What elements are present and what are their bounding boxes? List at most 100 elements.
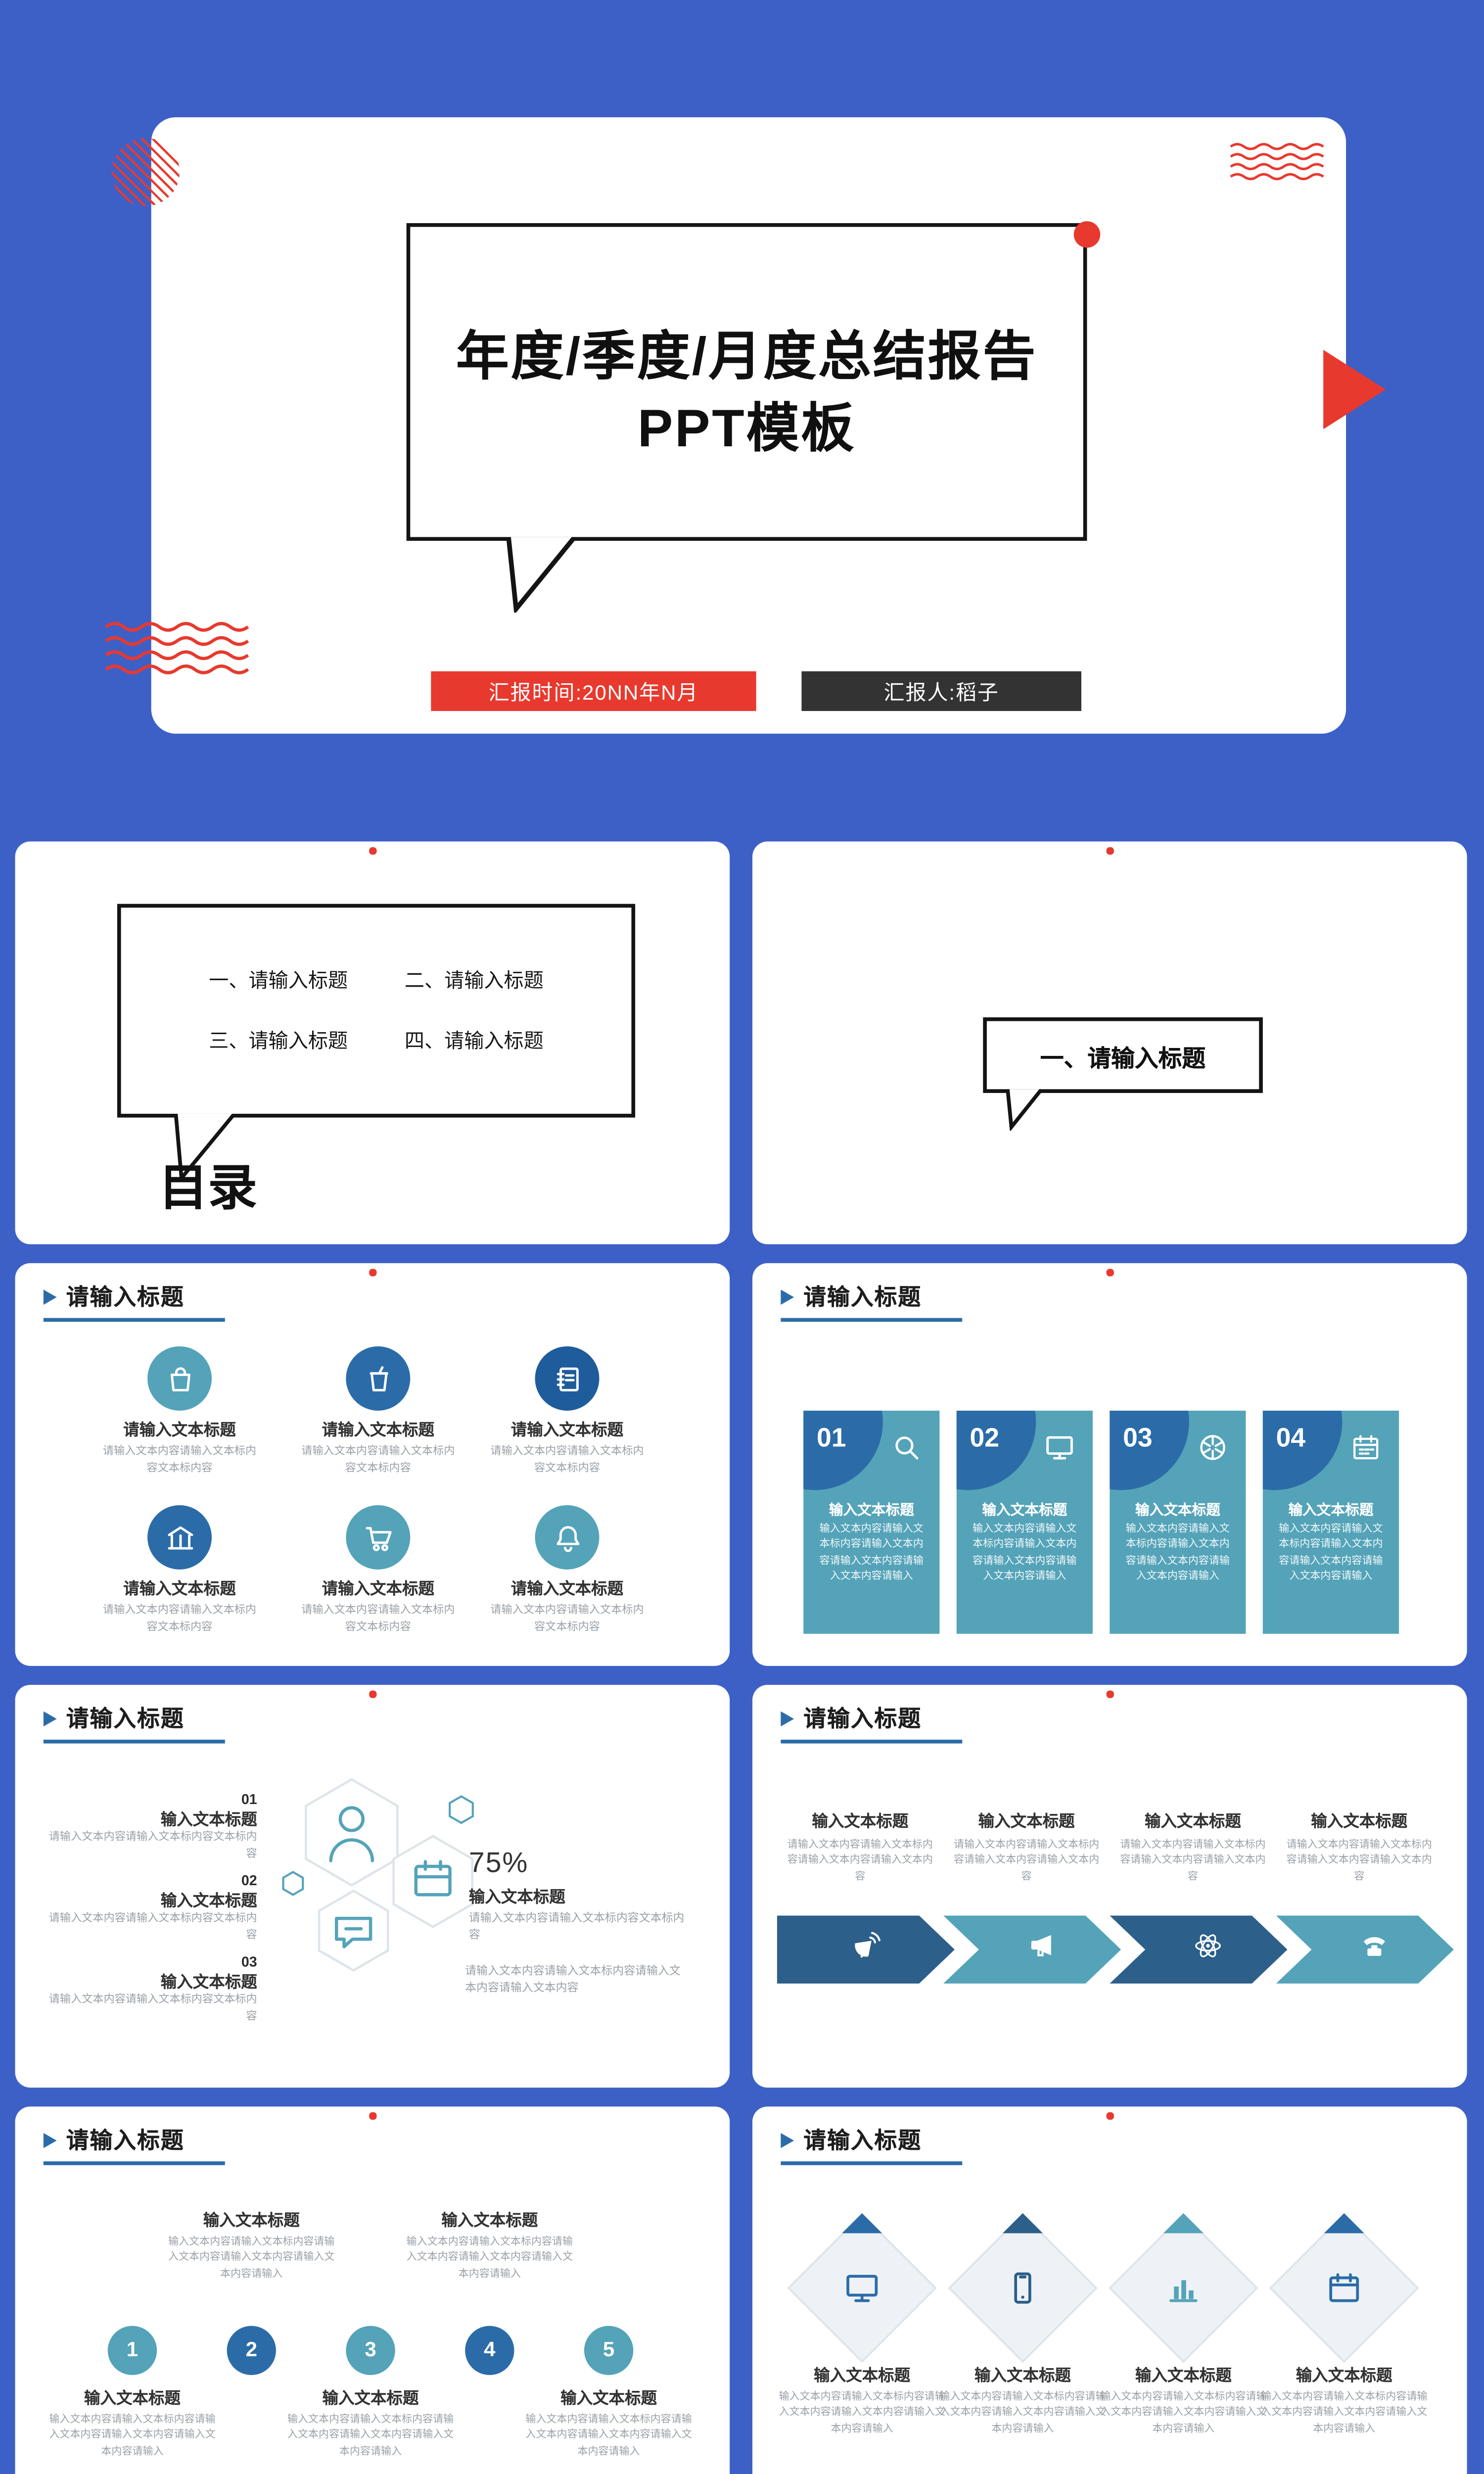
smartphone-icon xyxy=(972,2237,1073,2339)
step-text-below: 输入文本标题 输入文本内容请输入文本标内容请输入文本内容请输入文本内容请输入文本… xyxy=(510,2386,707,2460)
slide-diamond-icons: 请输入标题 输入文本标题 输入文本内容请输入文本标内容请输入文本内容请输入文本内… xyxy=(752,2106,1467,2474)
red-dot-decoration xyxy=(369,847,376,854)
item-title: 请输入文本标题 xyxy=(510,1579,624,1598)
number-card: 01 输入文本标题 输入文本内容请输入文本标内容请输入文本内容请输入文本内容请输… xyxy=(803,1410,940,1634)
process-arrow xyxy=(777,1915,955,1984)
title-underline xyxy=(781,1739,963,1744)
item-title: 输入文本标题 xyxy=(322,2388,419,2407)
item-title: 请输入文本标题 xyxy=(123,1579,236,1598)
hatch-circle-decoration xyxy=(111,138,180,206)
item-title: 请输入文本标题 xyxy=(123,1420,236,1439)
calendar-icon xyxy=(414,1860,452,1897)
slide-title-header: 请输入标题 xyxy=(43,1702,225,1744)
process-step-text: 输入文本标题 请输入文本内容请输入文本标内容请输入文本内容请输入文本内容 xyxy=(943,1809,1110,1885)
title-underline xyxy=(781,2161,963,2165)
process-arrow xyxy=(943,1915,1121,1984)
toc-item-3: 三、请输入标题 xyxy=(209,1030,348,1053)
step-number: 5 xyxy=(603,2339,615,2362)
title-underline xyxy=(43,1739,225,1744)
icon-feature-item: 请输入文本标题 请输入文本内容请输入文本标内容文本标内容 xyxy=(81,1346,278,1477)
card-number: 02 xyxy=(970,1422,1000,1453)
item-title: 输入文本标题 xyxy=(468,1887,565,1906)
number-card: 03 输入文本标题 输入文本内容请输入文本标内容请输入文本内容请输入文本内容请输… xyxy=(1110,1410,1246,1634)
title-underline xyxy=(43,2161,225,2165)
card-body: 输入文本内容请输入文本标内容请输入文本内容请输入文本内容请输入文本内容请输入 xyxy=(1125,1524,1230,1582)
toc-heading: 目录 xyxy=(159,1159,257,1216)
percent-block: 75% 输入文本标题 请输入文本内容请输入文本标内容文本标内容 xyxy=(469,1848,692,1946)
monitor-icon xyxy=(1044,1431,1076,1464)
red-dot-decoration xyxy=(1106,2112,1113,2119)
handbag-icon xyxy=(147,1346,212,1411)
reporter-badge: 汇报人:稻子 xyxy=(801,671,1081,711)
numbered-list-item: 03 输入文本标题 请输入文本内容请输入文本标内容文本标内容 xyxy=(46,1953,257,2026)
process-arrow xyxy=(1276,1915,1454,1984)
card-body: 输入文本内容请输入文本标内容请输入文本内容请输入文本内容请输入文本内容请输入 xyxy=(973,1524,1077,1582)
step-number: 4 xyxy=(484,2339,496,2362)
step-text-above: 输入文本标题 输入文本内容请输入文本标内容请输入文本内容请输入文本内容请输入文本… xyxy=(391,2209,588,2282)
diamond-card xyxy=(1269,2213,1419,2363)
item-title: 输入文本标题 xyxy=(1296,2365,1392,2385)
item-body: 请输入文本内容请输入文本标内容文本标内容 xyxy=(301,1605,455,1633)
diamond-text: 输入文本标题 输入文本内容请输入文本标内容请输入文本内容请输入文本内容请输入文本… xyxy=(779,2364,945,2437)
step-circle: 3 xyxy=(346,2326,395,2376)
step-text-above: 输入文本标题 输入文本内容请输入文本标内容请输入文本内容请输入文本内容请输入文本… xyxy=(153,2209,350,2282)
calendar-icon xyxy=(1350,1431,1382,1464)
cover-title-bubble: 年度/季度/月度总结报告 PPT模板 xyxy=(406,223,1087,541)
item-body: 请输入文本内容请输入文本标内容文本标内容 xyxy=(490,1446,644,1475)
item-body: 输入文本内容请输入文本标内容请输入文本内容请输入文本内容请输入文本内容请输入 xyxy=(49,2415,216,2458)
item-body: 输入文本内容请输入文本标内容请输入文本内容请输入文本内容请输入文本内容请输入 xyxy=(1100,2392,1267,2435)
cover-title-line2: PPT模板 xyxy=(637,399,856,458)
red-dot-decoration xyxy=(1106,1269,1113,1276)
red-dot-decoration xyxy=(369,1269,376,1276)
icon-feature-item: 请输入文本标题 请输入文本内容请输入文本标内容文本标内容 xyxy=(280,1346,476,1477)
icon-feature-item: 请输入文本标题 请输入文本内容请输入文本标内容文本标内容 xyxy=(469,1505,665,1636)
bubble-tail xyxy=(1006,1089,1043,1131)
process-step-text: 输入文本标题 请输入文本内容请输入文本标内容请输入文本内容请输入文本内容 xyxy=(1276,1809,1442,1885)
card-title: 输入文本标题 xyxy=(829,1501,914,1519)
aperture-icon xyxy=(1197,1431,1229,1464)
diamond-card xyxy=(1109,2213,1258,2363)
item-body: 请输入文本内容请输入文本标内容文本标内容 xyxy=(468,1913,685,1942)
step-circle: 4 xyxy=(465,2326,514,2376)
step-text-below: 输入文本标题 输入文本内容请输入文本标内容请输入文本内容请输入文本内容请输入文本… xyxy=(272,2386,468,2460)
item-body: 请输入文本内容请输入文本标内容文本标内容 xyxy=(102,1446,257,1475)
red-dot-decoration xyxy=(369,2112,376,2119)
slide-title-header: 请输入标题 xyxy=(781,1702,963,1744)
bell-icon xyxy=(535,1505,600,1570)
slide-title: 请输入标题 xyxy=(803,2127,922,2154)
search-icon xyxy=(890,1431,923,1464)
item-body: 请输入文本内容请输入文本标内容请输入文本内容请输入文本内容 xyxy=(465,1966,681,1995)
red-dot-decoration xyxy=(1073,221,1101,248)
bank-icon xyxy=(147,1505,212,1570)
play-icon xyxy=(781,1710,794,1726)
slide-title-header: 请输入标题 xyxy=(43,2124,225,2165)
hexagon-cluster xyxy=(282,1778,474,1972)
step-number: 1 xyxy=(126,2339,139,2362)
item-body: 输入文本内容请输入文本标内容请输入文本内容请输入文本内容请输入文本内容请输入 xyxy=(779,2392,945,2435)
item-title: 输入文本标题 xyxy=(814,2365,911,2385)
item-title: 输入文本标题 xyxy=(1144,1811,1241,1831)
slide-icon-grid: 请输入标题 请输入文本标题 请输入文本内容请输入文本标内容文本标内容 请输入文本… xyxy=(15,1263,730,1666)
slide-title: 请输入标题 xyxy=(66,1706,185,1732)
red-triangle-decoration xyxy=(1323,350,1386,429)
title-underline xyxy=(781,1318,963,1322)
slide-title: 请输入标题 xyxy=(66,1284,185,1311)
wave-lines-icon xyxy=(1230,143,1324,181)
satellite-icon xyxy=(851,1930,881,1969)
item-title: 输入文本标题 xyxy=(812,1811,909,1831)
slide-toc: 一、请输入标题 二、请输入标题 三、请输入标题 四、请输入标题 目录 xyxy=(15,841,730,1244)
numbered-list-item: 01 输入文本标题 请输入文本内容请输入文本标内容文本标内容 xyxy=(46,1791,257,1863)
item-number: 01 xyxy=(241,1791,257,1808)
diamond-text: 输入文本标题 输入文本内容请输入文本标内容请输入文本内容请输入文本内容请输入文本… xyxy=(939,2364,1106,2437)
item-body: 请输入文本内容请输入文本标内容文本标内容 xyxy=(48,1913,257,1942)
item-body: 请输入文本内容请输入文本标内容请输入文本内容请输入文本内容 xyxy=(787,1840,933,1883)
slide-title-header: 请输入标题 xyxy=(43,1280,225,1322)
item-title: 输入文本标题 xyxy=(160,1972,257,1992)
item-body: 输入文本内容请输入文本标内容请输入文本内容请输入文本内容请输入文本内容请输入 xyxy=(406,2237,573,2280)
play-icon xyxy=(781,2132,794,2147)
slide-number-cards: 请输入标题 01 输入文本标题 输入文本内容请输入文本标内容请输入文本内容请输入… xyxy=(752,1263,1467,1666)
play-icon xyxy=(781,1288,794,1304)
user-icon xyxy=(329,1806,374,1862)
icon-feature-item: 请输入文本标题 请输入文本内容请输入文本标内容文本标内容 xyxy=(280,1505,476,1636)
section-title: 一、请输入标题 xyxy=(1040,1045,1206,1071)
